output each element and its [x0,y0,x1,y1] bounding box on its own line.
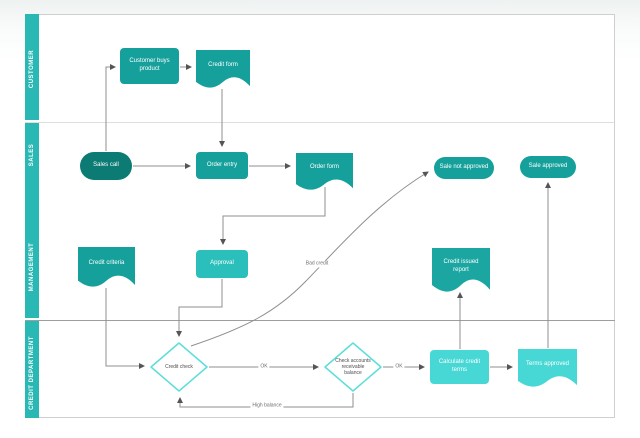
document-shape [518,349,577,387]
node-calculate-credit-terms[interactable]: Calculate credit terms [430,350,489,384]
node-order-entry[interactable]: Order entry [196,152,248,179]
node-order-form[interactable]: Order form [296,153,353,190]
node-sale-not-approved[interactable]: Sale not approved [434,157,494,179]
node-credit-check[interactable]: Credit check [150,342,208,392]
node-sale-approved[interactable]: Sale approved [520,156,576,178]
lane-divider-gap [25,318,39,321]
lane-divider-customer-sales [25,122,615,123]
node-credit-criteria[interactable]: Credit criteria [78,247,135,287]
node-approval[interactable]: Approval [196,250,248,278]
decision-shape [324,342,382,392]
node-check-accounts-receivable-balance[interactable]: Check accounts receivable balance [324,342,382,392]
lane-divider-gap [25,120,39,123]
lane-header-bar [25,14,39,418]
edge-label-ok-2: OK [393,363,405,371]
node-terms-approved[interactable]: Terms approved [518,349,577,387]
document-shape [78,247,135,287]
node-customer-buys-product[interactable]: Customer buys product [120,48,179,84]
edge-label-bad-credit: Bad credit [303,260,331,268]
node-credit-issued-report[interactable]: Credit issued report [432,248,490,292]
node-credit-form[interactable]: Credit form [196,50,250,88]
document-shape [296,153,353,190]
decision-shape [150,342,208,392]
edge-label-ok-1: OK [258,363,270,371]
document-shape [432,248,490,292]
node-sales-call[interactable]: Sales call [80,152,132,180]
document-shape [196,50,250,88]
lane-divider-management-credit [25,320,615,321]
edge-label-high-balance: High balance [250,402,284,410]
